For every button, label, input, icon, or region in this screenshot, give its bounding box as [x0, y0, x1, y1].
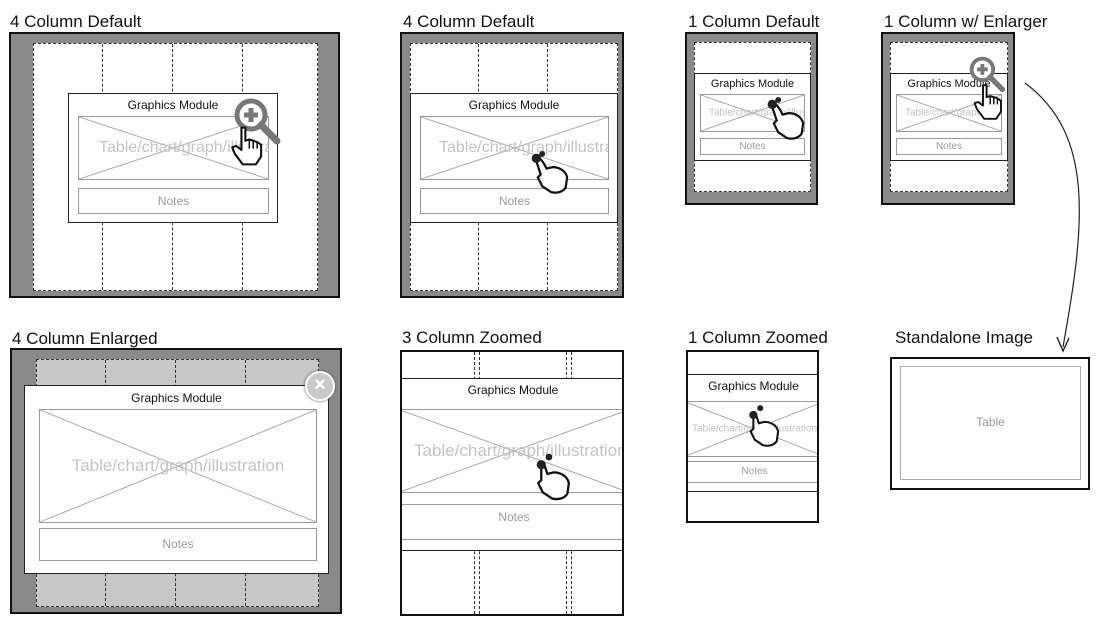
- wireframe-standalone-image: Table: [890, 357, 1090, 490]
- notes-box: Notes: [78, 188, 269, 214]
- graphics-module-title: Graphics Module: [907, 78, 991, 90]
- image-placeholder: Table/chart/graph/illustration: [78, 116, 269, 180]
- zoomed-graphics-module: Graphics Module Table/chart/graph/illust…: [402, 378, 624, 551]
- image-placeholder: Table/chart/graph/illustration: [39, 409, 317, 523]
- panel-title-1col-default: 1 Column Default: [688, 12, 820, 31]
- graphics-module: Graphics Module Table/chart/graph/illust…: [68, 93, 278, 223]
- wireframe-1col-enlarger: Graphics Module Table/chart/graph/illust…: [881, 32, 1015, 205]
- panel-title-1col-zoomed: 1 Column Zoomed: [688, 328, 828, 347]
- graphics-module-title: Graphics Module: [127, 98, 219, 112]
- close-button[interactable]: ×: [305, 371, 335, 401]
- placeholder-text: Table/chart/graph/illustration: [905, 107, 1001, 119]
- touch-hand-icon: [749, 405, 780, 447]
- notes-box: Notes: [700, 138, 805, 155]
- table-text: Table: [976, 415, 1005, 430]
- pointer-hand-icon: [231, 126, 263, 166]
- notes-box: Notes: [39, 528, 317, 561]
- enlarged-graphics-module: Graphics Module Table/chart/graph/illust…: [24, 385, 329, 574]
- wireframe-4col-default-touch: Graphics Module Table/chart/graph/illust…: [400, 32, 624, 298]
- touch-hand-icon: [536, 453, 571, 501]
- pointer-hand-icon: [973, 84, 1002, 120]
- graphics-module: Graphics Module Table/chart/graph/illust…: [410, 93, 618, 223]
- graphics-module: Graphics Module Table/chart/graph/illust…: [890, 73, 1008, 161]
- flow-arrow: [1024, 82, 1080, 353]
- magnifier-plus-icon[interactable]: [231, 95, 283, 147]
- panel-title-1col-enlarger: 1 Column w/ Enlarger: [884, 12, 1048, 31]
- wireframe-1col-zoomed: Graphics Module Table/chart/graph/illust…: [686, 350, 819, 523]
- wireframe-4col-enlarged: Graphics Module Table/chart/graph/illust…: [10, 348, 342, 614]
- graphics-module-title: Graphics Module: [710, 78, 795, 90]
- notes-box: Notes: [688, 461, 817, 483]
- wireframe-3col-zoomed: Graphics Module Table/chart/graph/illust…: [400, 350, 624, 616]
- graphics-module-title: Graphics Module: [467, 383, 559, 397]
- wireframe-4col-default-enlarger: Graphics Module Table/chart/graph/illust…: [9, 32, 340, 298]
- placeholder-text: Table/chart/graph/illustration: [99, 138, 268, 156]
- notes-box: Notes: [896, 138, 1002, 155]
- notes-box: Notes: [402, 504, 622, 540]
- placeholder-text: Table/chart/graph/illustration: [439, 138, 608, 156]
- magnifier-plus-icon[interactable]: [967, 54, 1007, 94]
- image-placeholder: Table/chart/graph/illustration: [402, 409, 624, 493]
- notes-box: Notes: [420, 188, 609, 214]
- graphics-module-title: Graphics Module: [468, 98, 560, 112]
- wireframe-1col-default: Graphics Module Table/chart/graph/illust…: [685, 32, 818, 205]
- panel-title-3col-zoomed: 3 Column Zoomed: [402, 328, 542, 347]
- panel-title-4col-default-enlarger: 4 Column Default: [10, 12, 142, 31]
- graphics-module-title: Graphics Module: [131, 391, 222, 405]
- panel-title-standalone-image: Standalone Image: [895, 328, 1033, 347]
- table-placeholder: Table: [900, 366, 1081, 480]
- placeholder-text: Table/chart/graph/illustration: [71, 456, 285, 476]
- touch-hand-icon: [767, 97, 805, 140]
- panel-title-4col-default-touch: 4 Column Default: [403, 12, 535, 31]
- touch-hand-icon: [531, 151, 569, 194]
- placeholder-text: Table/chart/graph/illustration: [709, 107, 804, 119]
- panel-title-4col-enlarged: 4 Column Enlarged: [12, 329, 158, 348]
- placeholder-text: Table/chart/graph/illustration: [414, 441, 624, 461]
- image-placeholder: Table/chart/graph/illustration: [420, 116, 609, 180]
- graphics-module-title: Graphics Module: [708, 379, 799, 393]
